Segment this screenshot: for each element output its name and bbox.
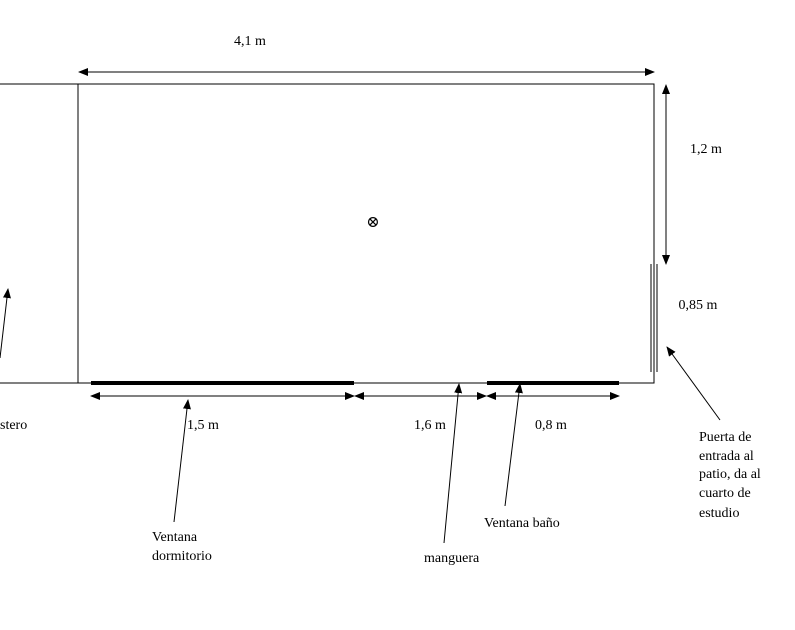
label-window-bathroom: Ventana baño bbox=[484, 516, 560, 531]
leader-window-bedroom bbox=[173, 399, 191, 523]
label-door-line3: patio, da al bbox=[699, 467, 761, 482]
dim-label-right-upper: 1,2 m bbox=[690, 142, 722, 157]
label-hose: manguera bbox=[424, 551, 480, 566]
label-door-line1: Puerta de bbox=[699, 430, 751, 445]
label-door-line2: entrada al bbox=[699, 449, 754, 464]
leader-door bbox=[666, 346, 721, 421]
label-door-line5: estudio bbox=[699, 506, 739, 521]
leader-hose bbox=[443, 383, 463, 544]
dim-label-window-bedroom: 1,5 m bbox=[187, 418, 219, 433]
label-door-line4: cuarto de bbox=[699, 486, 751, 501]
leader-window-bathroom bbox=[504, 383, 523, 507]
door-symbol bbox=[650, 264, 658, 372]
dim-label-window-bathroom: 0,8 m bbox=[535, 418, 567, 433]
label-left-cut: stero bbox=[0, 418, 27, 433]
dim-label-gap: 1,6 m bbox=[414, 418, 446, 433]
label-window-bedroom-line1: Ventana bbox=[152, 530, 198, 545]
patio-outline bbox=[77, 83, 655, 384]
center-marker-icon: ⊗ bbox=[366, 214, 379, 231]
dim-label-top-width: 4,1 m bbox=[234, 34, 266, 49]
leader-left-cut bbox=[0, 288, 11, 359]
label-window-bedroom-line2: dormitorio bbox=[152, 549, 212, 564]
dim-label-door-width: 0,85 m bbox=[679, 298, 718, 313]
